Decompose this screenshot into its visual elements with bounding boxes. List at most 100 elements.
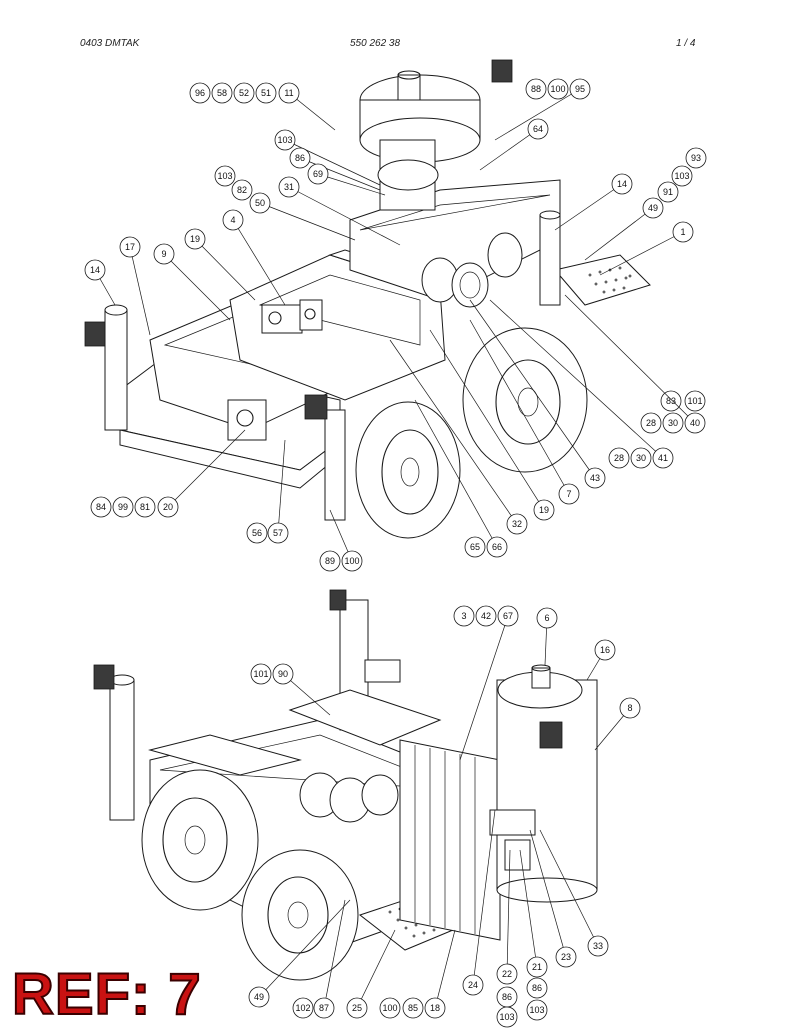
top-callout-circle [533,499,555,521]
top-callout-circle [255,82,277,104]
top-callout-circle [525,78,547,100]
top-callout-label: 50 [255,198,265,208]
top-callout-label: 51 [261,88,271,98]
bottom-leader-line [539,829,599,947]
bottom-callout-label: 87 [319,1003,329,1013]
bottom-callout-label: 18 [430,1003,440,1013]
bottom-callout-label: 86 [502,992,512,1002]
top-leader-line [129,246,151,336]
front-wheel [355,401,461,539]
top-callout-circle [506,513,528,535]
bottom-callout-label: 6 [544,613,549,623]
top-callout-circle [274,129,296,151]
bottom-callout-circle [587,935,609,957]
part-number: 550 262 38 [350,38,401,49]
top-callout-label: 19 [539,505,549,515]
top-callout-label: 9 [161,249,166,259]
bottom-callout-label: 3 [461,611,466,621]
top-callout-label: 100 [550,84,565,94]
top-leader-line [564,294,696,424]
top-callout-circle [119,236,141,258]
top-callout-label: 20 [163,502,173,512]
top-callout-label: 17 [125,242,135,252]
top-callout-label: 103 [674,171,689,181]
bottom-callout-label: 24 [468,980,478,990]
top-leader-line [299,157,381,191]
top-leader-line [288,186,401,246]
top-leader-line [554,183,623,231]
top-callout-label: 65 [470,542,480,552]
bottom-callout-label: 90 [278,669,288,679]
top-callout-circle [214,165,236,187]
bottom-machine-view [93,589,598,981]
top-callout-circle [211,82,233,104]
bottom-leader-line [506,849,511,975]
top-callout-circle [684,412,706,434]
top-callout-label: 69 [313,169,323,179]
rear-wheel [462,327,588,473]
bottom-callout-circle [462,974,484,996]
top-callout-label: 91 [663,187,673,197]
top-callout-label: 1 [680,227,685,237]
top-callout-label: 49 [648,203,658,213]
top-callout-circle [267,522,289,544]
top-callout-circle [222,209,244,231]
top-callout-circle [189,82,211,104]
bottom-callout-circle [453,605,475,627]
bottom-callout-circle [248,986,270,1008]
bottom-callout-label: 42 [481,611,491,621]
bottom-rear-wheel [241,849,359,981]
top-callout-circle [642,197,664,219]
bottom-callout-label: 100 [382,1003,397,1013]
top-callout-circle [134,496,156,518]
top-callout-circle [289,147,311,169]
bottom-callout-circle [313,997,335,1019]
top-callout-label: 88 [531,84,541,94]
page-number: 1 / 4 [676,38,696,49]
bottom-leader-line [258,899,351,998]
top-callout-circle [307,163,329,185]
top-callout-circle [233,82,255,104]
bottom-callout-label: 103 [499,1012,514,1022]
top-callout-circle [685,147,707,169]
bottom-callout-circle [402,997,424,1019]
top-callout-label: 66 [492,542,502,552]
bottom-callout-label: 33 [593,941,603,951]
bottom-callout-circle [555,946,577,968]
top-callout-label: 81 [140,502,150,512]
top-callout-label: 103 [277,135,292,145]
top-callout-circle [153,243,175,265]
top-callout-circle [630,447,652,469]
bottom-callout-circle [424,997,446,1019]
top-callout-label: 89 [325,556,335,566]
bottom-callout-label: 8 [627,703,632,713]
top-leader-line [284,139,381,186]
top-callout-circle [611,173,633,195]
top-callout-label: 52 [239,88,249,98]
top-callout-circle [157,496,179,518]
bottom-callout-label: 102 [295,1003,310,1013]
top-callout-circle [112,496,134,518]
top-callout-label: 30 [668,418,678,428]
top-callout-circle [660,390,682,412]
top-leader-line [469,319,570,495]
bottom-callout-circle [272,663,294,685]
bottom-callout-circle [475,605,497,627]
top-callout-label: 103 [217,171,232,181]
top-callout-label: 56 [252,528,262,538]
bottom-leader-line [472,809,496,986]
bottom-callout-label: 67 [503,611,513,621]
bottom-callout-label: 25 [352,1003,362,1013]
top-callout-label: 57 [273,528,283,538]
top-callout-circle [231,179,253,201]
top-callout-label: 99 [118,502,128,512]
top-callout-label: 101 [687,396,702,406]
top-leader-line [494,88,581,141]
top-callout-label: 4 [230,215,235,225]
top-callout-label: 96 [195,88,205,98]
top-callout-circle [684,390,706,412]
bottom-callout-circle [619,697,641,719]
bottom-callout-label: 16 [600,645,610,655]
